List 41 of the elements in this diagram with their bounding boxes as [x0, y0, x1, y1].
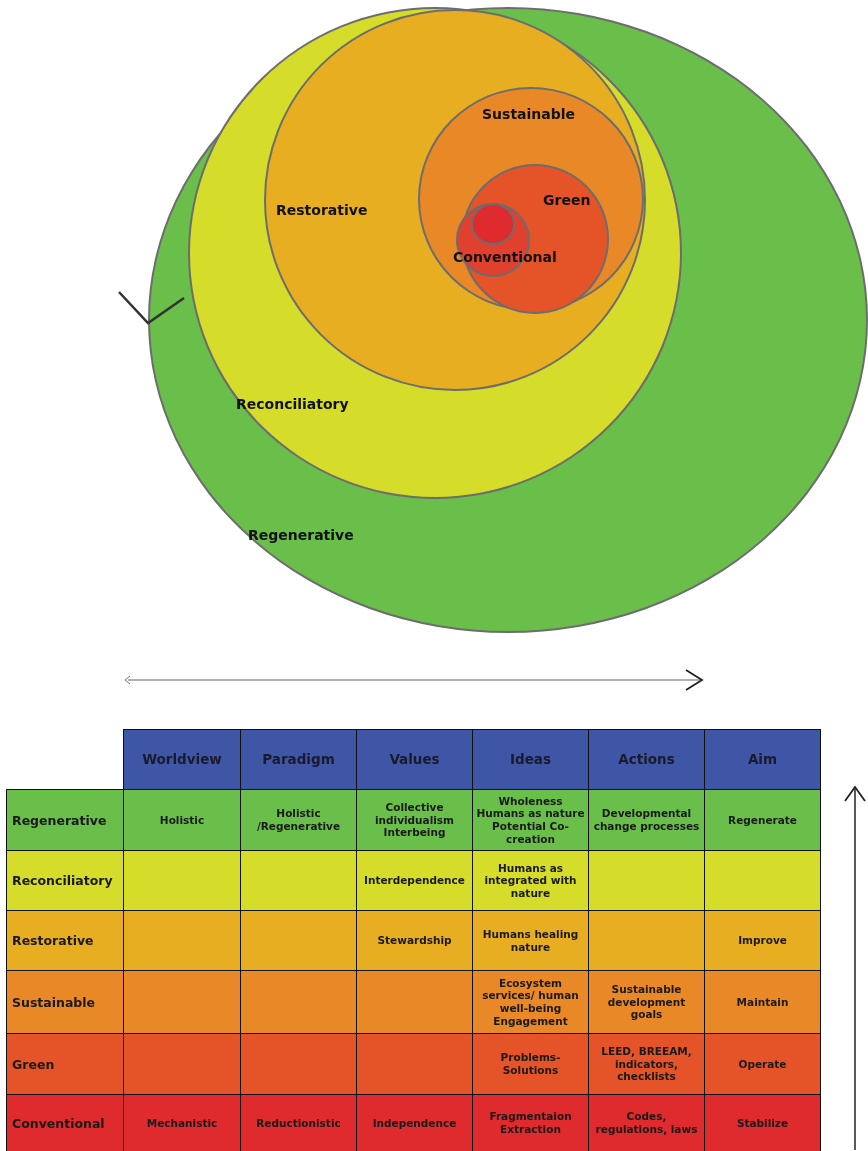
column-heading: Aim	[704, 729, 821, 790]
row-heading: Green	[6, 1033, 124, 1095]
table-cell: Humans as integrated with nature	[472, 850, 589, 911]
column-heading: Ideas	[472, 729, 589, 790]
table-cell: Independence	[356, 1094, 473, 1151]
table-cell: Stewardship	[356, 910, 473, 971]
table-cell: Codes, regulations, laws	[588, 1094, 705, 1151]
table-cell: Stabilize	[704, 1094, 821, 1151]
table-cell: Ecosystem services/ human well-being Engagement	[472, 970, 589, 1034]
table-cell: Fragmentaion Extraction	[472, 1094, 589, 1151]
table-cell: Developmental change processes	[588, 789, 705, 851]
column-heading: Actions	[588, 729, 705, 790]
row-heading: Reconciliatory	[6, 850, 124, 911]
row-heading: Sustainable	[6, 970, 124, 1034]
circle-label: Sustainable	[482, 106, 576, 122]
table-cell: Sustainable development goals	[588, 970, 705, 1034]
nested-circle	[471, 203, 515, 245]
table-cell: Mechanistic	[123, 1094, 241, 1151]
table-cell: Regenerate	[704, 789, 821, 851]
circle-label: Green	[543, 192, 591, 208]
row-heading: Regenerative	[6, 789, 124, 851]
circle-label: Reconciliatory	[236, 396, 349, 412]
column-heading: Worldview	[123, 729, 241, 790]
circle-label: Restorative	[276, 202, 368, 218]
circle-label: Regenerative	[248, 527, 354, 543]
column-heading: Paradigm	[240, 729, 357, 790]
table-cell: Holistic	[123, 789, 241, 851]
table-cell: Maintain	[704, 970, 821, 1034]
table-cell: LEED, BREEAM, indicators, checklists	[588, 1033, 705, 1095]
column-heading: Values	[356, 729, 473, 790]
row-heading: Conventional	[6, 1094, 124, 1151]
table-cell: Humans healing nature	[472, 910, 589, 971]
table-cell: Holistic /Regenerative	[240, 789, 357, 851]
row-heading: Restorative	[6, 910, 124, 971]
table-cell: Wholeness Humans as nature Potential Co-creation	[472, 789, 589, 851]
table-cell: Reductionistic	[240, 1094, 357, 1151]
table-cell: Interdependence	[356, 850, 473, 911]
table-cell: Operate	[704, 1033, 821, 1095]
table-cell: Problems-Solutions	[472, 1033, 589, 1095]
table-cell: Collective individualism Interbeing	[356, 789, 473, 851]
table-cell: Improve	[704, 910, 821, 971]
